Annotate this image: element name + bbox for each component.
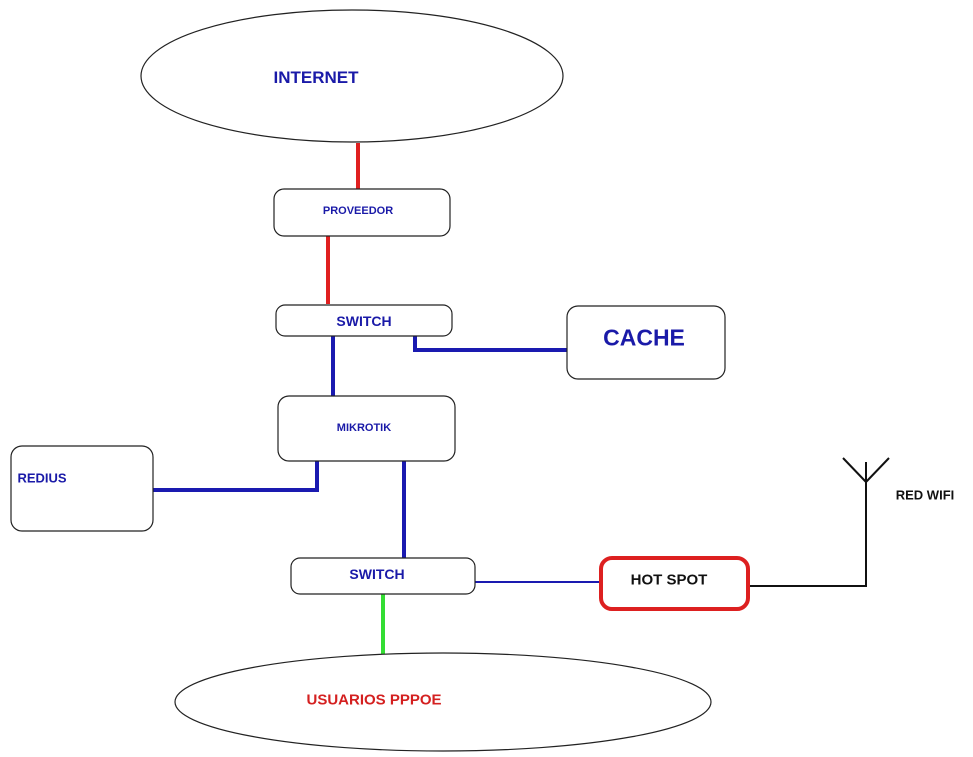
cache-node: [566, 305, 726, 380]
proveedor-node: [273, 188, 451, 237]
mikrotik-node: [277, 395, 456, 462]
red-wifi-label: RED WIFI: [895, 487, 955, 503]
link-switch-cache: [413, 336, 568, 352]
redius-node: [10, 445, 154, 532]
usuarios-label: USUARIOS PPPOE: [306, 691, 442, 709]
link-mikrotik-redius: [153, 461, 319, 492]
switch-top-node: [275, 304, 453, 337]
hotspot-node: [599, 556, 750, 611]
mikrotik-label: MIKROTIK: [336, 422, 392, 434]
switch-top-label: SWITCH: [336, 313, 392, 329]
internet-node: [140, 9, 564, 143]
link-hotspot-wifi: [748, 480, 867, 587]
usuarios-node: [174, 652, 712, 752]
antenna-icon: [842, 457, 890, 483]
hotspot-label: HOT SPOT: [630, 571, 708, 589]
redius-label: REDIUS: [17, 470, 67, 486]
proveedor-label: PROVEEDOR: [322, 205, 394, 217]
switch-bottom-label: SWITCH: [349, 566, 405, 582]
internet-label: INTERNET: [273, 68, 359, 87]
switch-bottom-node: [290, 557, 476, 595]
cache-label: CACHE: [603, 324, 685, 351]
